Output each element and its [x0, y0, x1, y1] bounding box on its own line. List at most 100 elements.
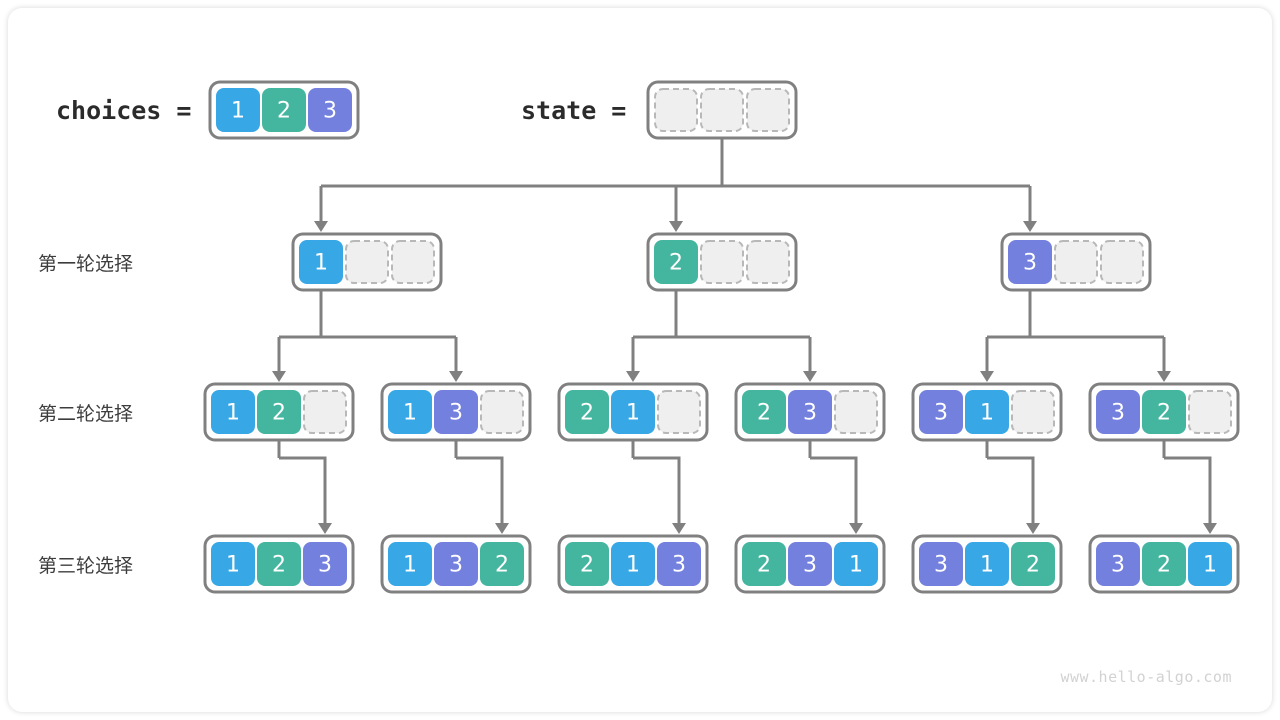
cell-filled-2 [654, 240, 698, 284]
cell-value: 3 [1023, 251, 1037, 276]
cell-filled-3 [657, 542, 701, 586]
cell-value: 2 [1157, 401, 1171, 426]
state-label: state = [521, 96, 626, 125]
connector-line [810, 456, 858, 525]
cell-value: 2 [580, 553, 594, 578]
cell-filled-2 [565, 542, 609, 586]
cell-empty [345, 240, 389, 284]
cell-value: 1 [403, 553, 417, 578]
cell-value: 2 [1026, 553, 1040, 578]
state-array [646, 80, 798, 140]
arrow-head [849, 523, 863, 534]
cell-empty [1011, 390, 1055, 434]
level1-node-2: 3 [1000, 232, 1152, 292]
cell-filled-3 [788, 390, 832, 434]
arrow-head [626, 371, 640, 382]
cell-value: 2 [669, 251, 683, 276]
cell-filled-1 [611, 390, 655, 434]
cell-filled-2 [1142, 542, 1186, 586]
cell-filled-3 [434, 542, 478, 586]
cell-filled-2 [742, 542, 786, 586]
cell-value: 1 [980, 553, 994, 578]
cell-value: 1 [1203, 553, 1217, 578]
cell-value: 3 [934, 553, 948, 578]
arrow-head [980, 371, 994, 382]
cell-empty [1188, 390, 1232, 434]
cell-empty [700, 240, 744, 284]
cell-value: 3 [318, 553, 332, 578]
level3-node-4: 3 1 2 [911, 534, 1063, 594]
arrow-head [318, 523, 332, 534]
cell-filled-3 [1096, 390, 1140, 434]
cell-empty [654, 88, 698, 132]
cell-value: 1 [626, 401, 640, 426]
cell-empty [1100, 240, 1144, 284]
cell-value: 2 [757, 553, 771, 578]
cell-empty [303, 390, 347, 434]
connector-layer [272, 138, 1217, 534]
arrow-head [1157, 371, 1171, 382]
cell-filled-1 [388, 542, 432, 586]
cell-value: 3 [449, 401, 463, 426]
cell-empty [834, 390, 878, 434]
cell-filled-1 [388, 390, 432, 434]
cell-value: 1 [226, 553, 240, 578]
cell-value: 2 [495, 553, 509, 578]
cell-value: 2 [757, 401, 771, 426]
watermark: www.hello-algo.com [1060, 668, 1232, 686]
cell-value: 2 [1157, 553, 1171, 578]
arrow-head [672, 523, 686, 534]
arrow-head [803, 371, 817, 382]
cell-empty [480, 390, 524, 434]
cell-filled-1 [965, 390, 1009, 434]
cell-value: 3 [672, 553, 686, 578]
cell-value: 1 [314, 251, 328, 276]
cell-filled-3 [434, 390, 478, 434]
cell-value: 3 [323, 99, 337, 124]
cell-filled-2 [1011, 542, 1055, 586]
cell-empty [657, 390, 701, 434]
cell-filled-2 [262, 88, 306, 132]
cell-filled-1 [965, 542, 1009, 586]
cell-value: 3 [1111, 401, 1125, 426]
cell-filled-3 [919, 542, 963, 586]
cell-value: 3 [934, 401, 948, 426]
cell-value: 1 [231, 99, 245, 124]
level1-node-0: 1 [291, 232, 443, 292]
cell-filled-3 [308, 88, 352, 132]
choices-array: 1 2 3 [208, 80, 360, 140]
cell-value: 1 [226, 401, 240, 426]
cell-filled-3 [303, 542, 347, 586]
cell-filled-3 [1096, 542, 1140, 586]
cell-empty [700, 88, 744, 132]
arrow-head [1026, 523, 1040, 534]
cell-empty [391, 240, 435, 284]
cell-filled-3 [788, 542, 832, 586]
cell-filled-1 [211, 390, 255, 434]
cell-filled-2 [742, 390, 786, 434]
cell-filled-1 [834, 542, 878, 586]
cell-value: 3 [803, 553, 817, 578]
arrow-head [272, 371, 286, 382]
arrow-head [669, 221, 683, 232]
arrow-head [1203, 523, 1217, 534]
level1-node-1: 2 [646, 232, 798, 292]
cell-value: 2 [272, 553, 286, 578]
cell-filled-3 [1008, 240, 1052, 284]
cell-value: 3 [803, 401, 817, 426]
cell-filled-1 [216, 88, 260, 132]
arrow-head [1023, 221, 1037, 232]
cell-value: 1 [980, 401, 994, 426]
connector-line [456, 456, 504, 525]
cell-value: 2 [277, 99, 291, 124]
row-label-level2: 第二轮选择 [38, 403, 133, 425]
cell-filled-2 [565, 390, 609, 434]
row-label-level1: 第一轮选择 [38, 253, 133, 275]
